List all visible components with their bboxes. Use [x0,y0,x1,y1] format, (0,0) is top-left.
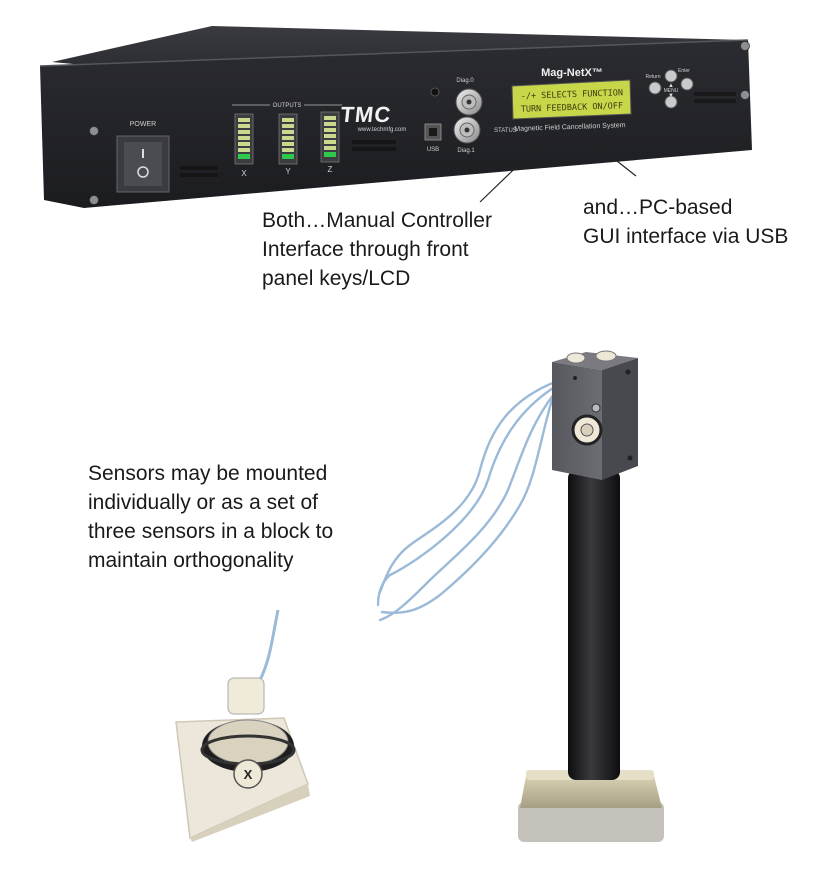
axis-label-z: Z [328,165,333,174]
key-enter-label: Enter [678,68,690,74]
output-bar-z [320,111,340,163]
sensor-cables [376,380,557,622]
axis-label-y: Y [285,167,291,176]
return-key[interactable] [648,81,662,95]
caption-gui-line-2: GUI interface via USB [583,225,789,248]
lcd-line-2: TURN FEEDBACK ON/OFF [521,101,624,115]
status-label: STATUS [494,128,517,134]
lcd-line-1: -/+ SELECTS FUNCTION [521,88,624,102]
diag1-label: Diag.1 [457,148,475,154]
caption-manual-line-3: panel keys/LCD [262,267,411,290]
power-label: POWER [130,121,156,128]
single-sensor: X [175,609,310,842]
power-switch[interactable] [116,135,170,193]
caption-sensors: Sensors may be mounted individually or a… [88,459,333,575]
down-key[interactable] [664,95,678,109]
controller-unit: POWER OUTPUTS [39,26,752,208]
lcd-display: -/+ SELECTS FUNCTION TURN FEEDBACK ON/OF… [511,79,632,120]
pointer-line-usb [597,145,637,177]
caption-sensors-line-4: maintain orthogonality [88,549,294,572]
stand-rod [568,470,620,780]
key-return-label: Return [645,74,660,80]
sensor-block [552,350,638,480]
website-label: www.techmfg.com [357,127,407,133]
stand-base [518,770,664,842]
caption-sensors-line-3: three sensors in a block to [88,520,334,543]
sensor-block-stand [376,350,664,842]
output-bar-y [278,113,298,165]
output-bar-x [234,113,254,165]
vent-right [694,92,736,103]
down-arrow-icon: ▼ [668,93,674,99]
axis-label-x: X [241,169,247,178]
usb-label: USB [427,147,439,153]
screws [89,41,750,205]
model-label: Mag-NetX™ [541,67,603,79]
tmc-logo: TMC [339,102,392,127]
caption-manual-controller: Both…Manual Controller Interface through… [262,206,492,293]
single-sensor-cable [258,609,280,681]
pointer-line-lcd [479,149,535,203]
caption-sensors-line-2: individually or as a set of [88,491,318,514]
subtitle-label: Magnetic Field Cancellation System [514,122,626,133]
vent-left [180,166,218,177]
caption-manual-line-1: Both…Manual Controller [262,209,492,232]
usb-port[interactable] [424,123,442,141]
enter-key[interactable] [680,77,694,91]
key-menu-label: MENU [664,88,679,94]
diag0-bnc[interactable] [455,88,483,116]
caption-gui-line-1: and…PC-based [583,196,733,219]
caption-manual-line-2: Interface through front [262,238,469,261]
up-arrow-icon: ▲ [668,83,674,89]
caption-gui-interface: and…PC-based GUI interface via USB [583,193,788,251]
output-bars [234,111,340,165]
sensor-x-mark: X [244,767,253,782]
vent-mid [352,140,396,151]
diag1-bnc[interactable] [453,116,481,144]
caption-sensors-line-1: Sensors may be mounted [88,462,328,485]
up-key[interactable] [664,69,678,83]
indicator-knob [430,87,440,97]
outputs-label: OUTPUTS [273,103,302,109]
menu-keys[interactable] [648,69,694,109]
diag0-label: Diag.0 [456,78,474,84]
